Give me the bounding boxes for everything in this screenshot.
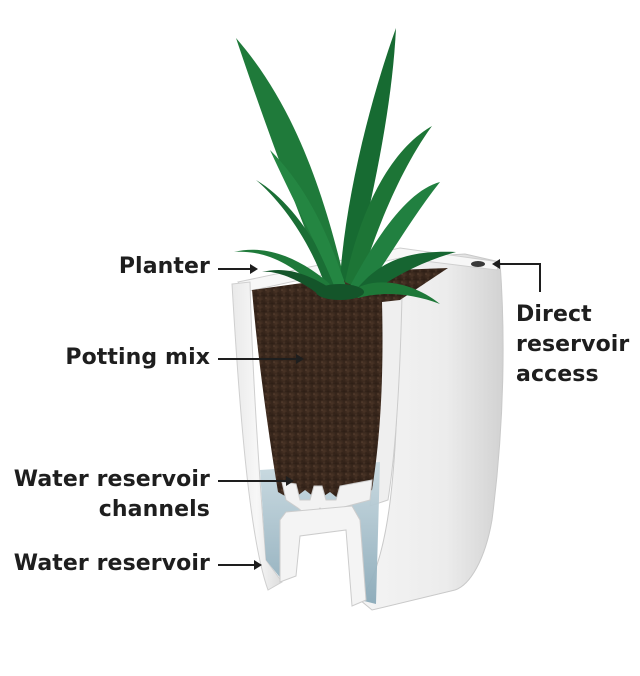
label-planter-text: Planter <box>118 254 210 279</box>
leaf <box>256 180 338 288</box>
direct-access-arrowhead <box>492 259 500 269</box>
label-direct-line-1: Direct <box>516 302 592 327</box>
potting-mix-arrowhead <box>296 354 304 364</box>
label-channels-line-1: Water reservoir <box>13 467 210 492</box>
potting-mix <box>252 268 448 500</box>
label-direct-reservoir-access: Direct reservoir access <box>516 300 640 390</box>
label-water-reservoir: Water reservoir <box>0 549 210 579</box>
plant-base <box>316 284 364 300</box>
label-potting-mix: Potting mix <box>10 343 210 373</box>
plant <box>234 28 456 304</box>
planter-arrowhead <box>250 264 258 274</box>
leaf <box>340 28 396 282</box>
label-direct-line-3: access <box>516 362 599 387</box>
leaf <box>270 150 346 288</box>
leaf <box>345 126 432 288</box>
water-reservoir-channels <box>279 479 373 607</box>
water-reservoir-arrowhead <box>254 560 262 570</box>
reservoir-support <box>279 505 367 607</box>
label-direct-line-2: reservoir <box>516 332 630 357</box>
reservoir-access-hole <box>471 261 485 267</box>
direct-access-arrow <box>494 263 541 292</box>
leaf <box>262 269 330 294</box>
label-water-reservoir-channels: Water reservoir channels <box>0 465 210 525</box>
planter-outer-wall <box>359 253 504 611</box>
channels-arrowhead <box>286 476 294 486</box>
leader-lines <box>218 259 541 570</box>
label-channels-line-2: channels <box>98 497 210 522</box>
label-planter: Planter <box>60 252 210 282</box>
leaf <box>350 182 440 292</box>
label-water-reservoir-text: Water reservoir <box>13 551 210 576</box>
label-potting-mix-text: Potting mix <box>65 345 210 370</box>
leaf <box>350 282 440 304</box>
